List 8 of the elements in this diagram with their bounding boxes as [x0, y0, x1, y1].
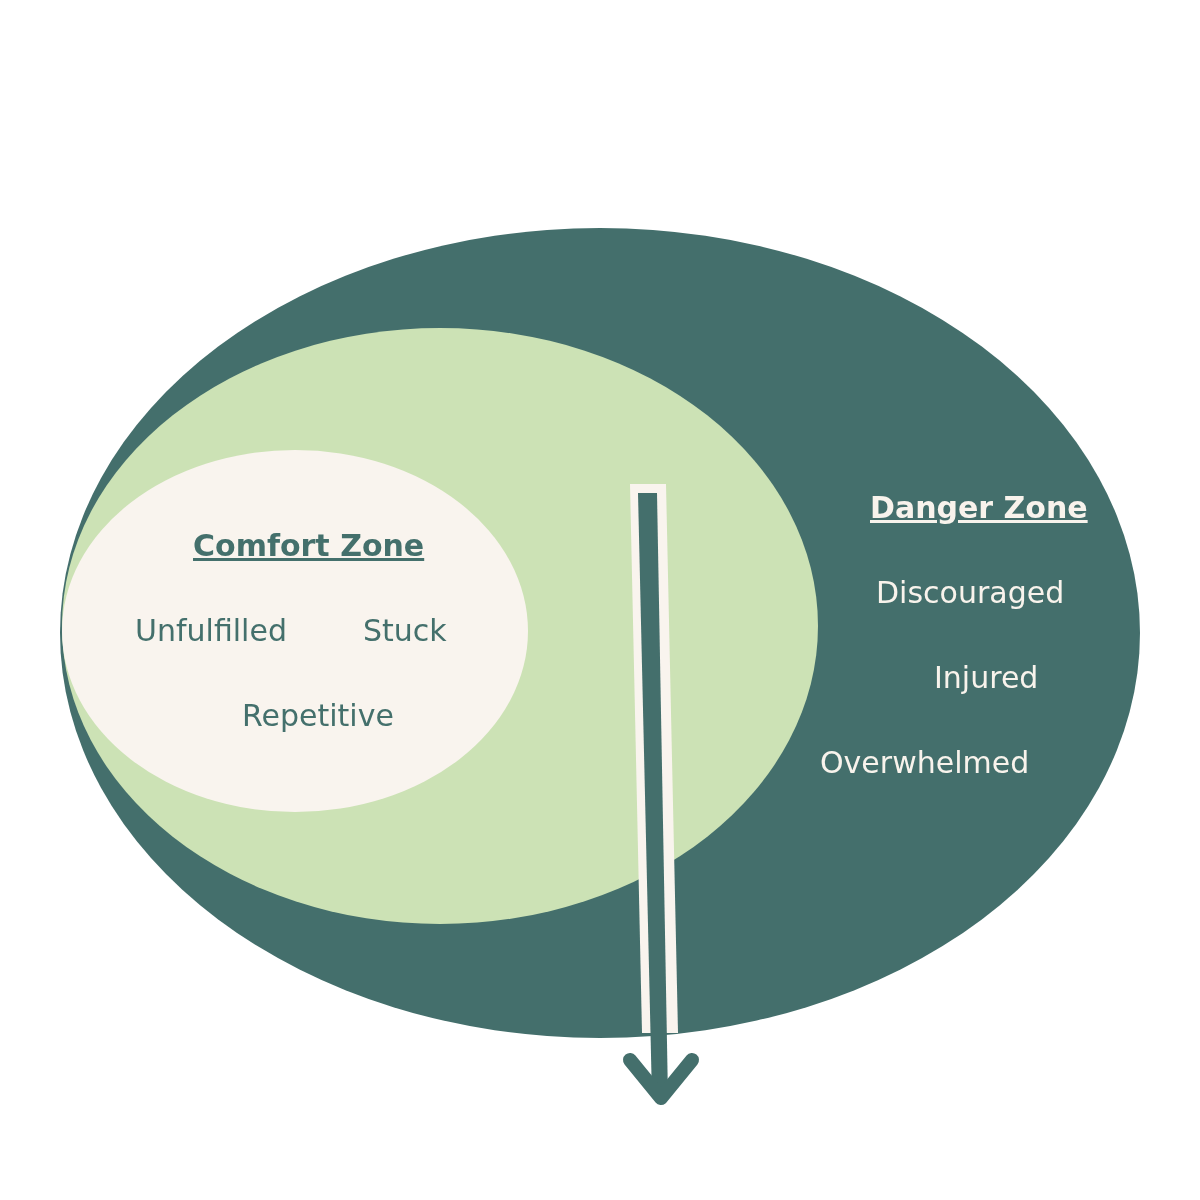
zone-heading: Comfort Zone: [193, 528, 425, 564]
zone-word: Injured: [934, 660, 1039, 696]
zone-word: Stuck: [363, 613, 447, 649]
zone-word: Discouraged: [876, 575, 1065, 611]
zone-word: Overwhelmed: [820, 745, 1030, 781]
zone-word: Unfulfilled: [135, 613, 287, 649]
zone-word: Repetitive: [242, 698, 394, 734]
zone-heading: Danger Zone: [870, 490, 1088, 526]
